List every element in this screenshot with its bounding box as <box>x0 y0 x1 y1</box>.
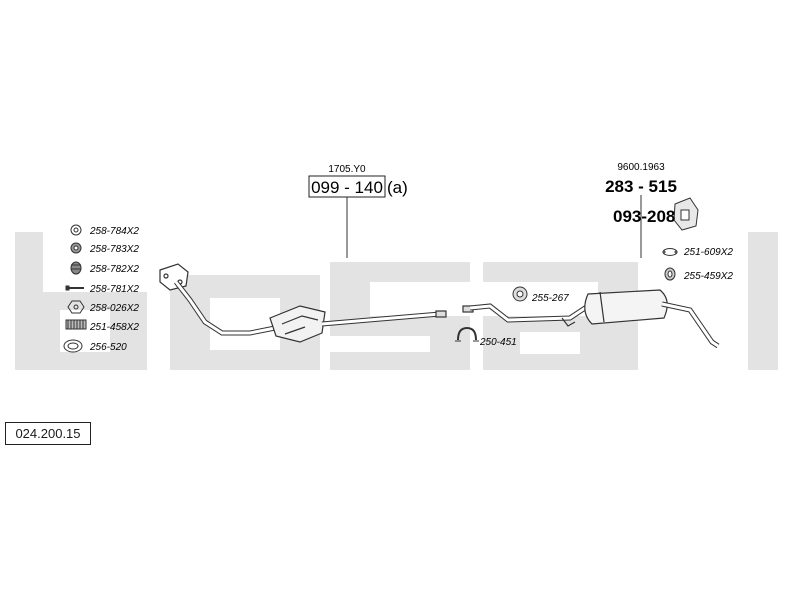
flange-gasket-icon <box>662 248 678 256</box>
parts-left-icons <box>63 224 87 353</box>
part-label: 258-782X2 <box>89 264 139 275</box>
rear-pipe-assembly <box>462 289 720 349</box>
bracket-icon <box>673 197 699 231</box>
rubber-ring-icon <box>512 286 528 302</box>
u-clamp-icon <box>455 326 479 342</box>
parts-right-icons <box>662 197 699 281</box>
part-label: 256-520 <box>89 342 127 353</box>
part-label: 250-451 <box>479 337 517 348</box>
nut-icon <box>70 224 82 236</box>
part-label: 258-026X2 <box>89 303 139 314</box>
rear-silencer-code: 283 - 515 <box>605 177 677 196</box>
rear-silencer-label: 9600.1963 <box>617 162 665 173</box>
front-pipe-code: 099 - 140 <box>311 178 383 197</box>
front-pipe-label: 1705.Y0 <box>328 164 366 175</box>
front-pipe-code-suffix: (a) <box>387 178 408 197</box>
spring-coil-icon <box>65 319 87 330</box>
bosal-watermark <box>15 232 778 370</box>
part-label: 258-781X2 <box>89 284 139 295</box>
bolt-icon <box>65 285 84 291</box>
part-label: 258-783X2 <box>89 244 139 255</box>
gasket-ring-icon <box>63 339 83 353</box>
hex-nut-icon <box>67 300 85 314</box>
part-label: 251-609X2 <box>683 247 733 258</box>
part-label: 255-459X2 <box>683 271 733 282</box>
part-label: 255-267 <box>531 293 569 304</box>
part-label: 251-458X2 <box>89 322 139 333</box>
diagram-reference-number: 024.200.15 <box>5 422 91 445</box>
rubber-mount-icon <box>664 267 676 281</box>
bracket-code: 093-208 <box>613 207 675 226</box>
rear-silencer <box>584 289 668 325</box>
catalytic-converter <box>269 305 326 343</box>
spring-icon <box>70 261 82 275</box>
front-pipe-assembly <box>159 263 447 343</box>
parts-mid-icons <box>455 286 528 342</box>
washer-icon <box>70 242 82 254</box>
front-code-box <box>308 175 386 198</box>
part-label: 258-784X2 <box>89 226 139 237</box>
